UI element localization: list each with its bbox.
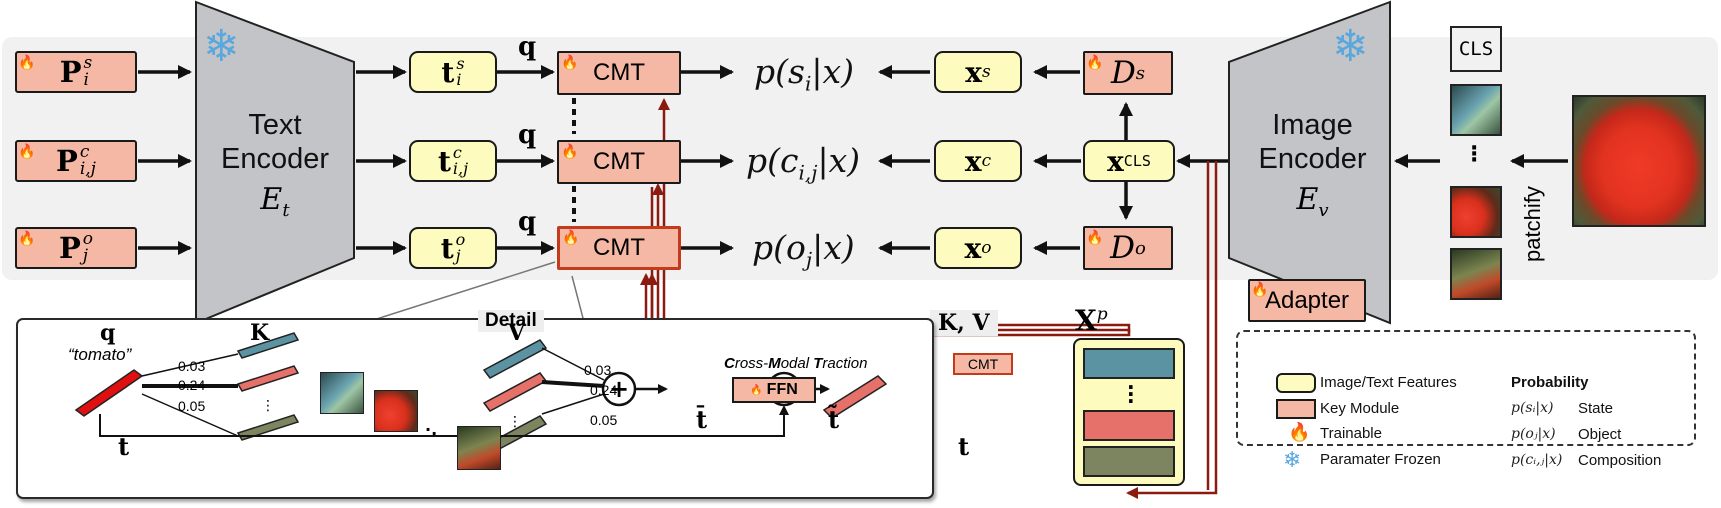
query-label: q [518, 32, 537, 62]
weight-v-1: 0.03 [584, 362, 612, 378]
patch-image [320, 372, 364, 414]
query-label: q [518, 207, 537, 237]
adapter-label: Adapter [1264, 286, 1350, 314]
t-tilde: t̃ [828, 405, 840, 434]
ffn-box: 🔥FFN [732, 377, 816, 403]
weight-k-1: 0.03 [178, 358, 206, 374]
ellipsis: ·. [425, 420, 438, 439]
kv-label: K, V [930, 310, 998, 336]
legend-key-module: Key Module [1320, 400, 1400, 417]
detail-diagram: + + ⋮ ⋮ [74, 332, 888, 455]
detail-t: t [118, 432, 130, 461]
legend-prob-state: State [1578, 400, 1614, 417]
input-image [1572, 95, 1706, 227]
prob-composition: p(ci,j|x) [746, 141, 861, 185]
legend-swatch-feature [1276, 373, 1316, 393]
cmt-caption: Cross-Modal Traction [724, 355, 868, 372]
text-encoder-shape [195, 0, 355, 325]
patch-image [374, 390, 418, 432]
fire-icon: 🔥 [18, 231, 36, 247]
image-encoder-label: Image Encoder [1258, 109, 1367, 175]
query-label: q [518, 120, 537, 150]
fire-icon: 🔥 [1288, 422, 1311, 443]
patch-features-label: Xp [1075, 304, 1108, 337]
adapter-box: Adapter [1248, 279, 1366, 322]
text-encoder-label: Text Encoder [220, 109, 329, 175]
legend-frozen: Paramater Frozen [1320, 451, 1441, 468]
snowflake-icon: ❄ [1283, 448, 1302, 473]
legend-swatch-key [1276, 399, 1316, 419]
snowflake-icon: ❄ [1332, 21, 1369, 72]
cmt-object: CMT [557, 226, 681, 270]
weight-v-2: 0.24 [590, 382, 618, 398]
ellipsis: ··· [1470, 136, 1479, 173]
fire-icon: 🔥 [1251, 282, 1269, 298]
legend-prob-expr-state: p(sᵢ|x) [1511, 400, 1554, 416]
fire-icon: 🔥 [18, 144, 36, 160]
detail-q: q [100, 320, 116, 346]
fire-icon: 🔥 [561, 144, 579, 160]
weight-k-3: 0.05 [178, 398, 206, 414]
patch-image [457, 426, 501, 470]
fire-icon: 🔥 [562, 230, 580, 246]
text-encoder-symbol: Et [260, 182, 290, 221]
fire-icon: 🔥 [1086, 55, 1104, 71]
svg-text:+: + [609, 375, 629, 403]
svg-text:⋮: ⋮ [508, 414, 522, 430]
legend-trainable: Trainable [1320, 425, 1382, 442]
image-encoder-symbol: Ev [1296, 182, 1329, 221]
cmt-tag: CMT [953, 353, 1013, 375]
fire-icon: 🔥 [18, 55, 36, 71]
t-bar: t̄ [696, 405, 708, 434]
legend-features: Image/Text Features [1320, 374, 1457, 391]
legend-prob-composition: Composition [1578, 452, 1662, 469]
cls-token: CLS [1450, 26, 1502, 72]
detail-word: “tomato” [68, 345, 132, 364]
fire-icon: 🔥 [1086, 230, 1104, 246]
weight-k-2: 0.24 [178, 377, 206, 393]
detail-K: K [250, 320, 270, 346]
cmt-state: CMT [557, 51, 681, 95]
legend-prob-expr-composition: p(cᵢ,ⱼ|x) [1511, 452, 1563, 468]
detail-V: V [508, 320, 526, 346]
detail-title: Detail [478, 310, 544, 332]
query-token [74, 369, 144, 417]
legend-prob-object: Object [1578, 426, 1622, 443]
patch-image [1450, 84, 1502, 136]
legend-prob-header: Probability [1511, 374, 1589, 391]
legend-prob-expr-object: p(oⱼ|x) [1511, 426, 1556, 442]
t-out: t [958, 432, 970, 461]
patchify-label: patchify [1520, 186, 1545, 262]
prob-object: p(oj|x) [752, 228, 855, 272]
image-encoder-shape [1228, 0, 1391, 325]
cmt-composition: CMT [557, 140, 681, 184]
patch-image [1450, 186, 1502, 238]
patch-feature-stack: ··· [1073, 338, 1185, 486]
weight-v-3: 0.05 [590, 412, 618, 428]
fire-icon: 🔥 [561, 55, 579, 71]
legend [1236, 330, 1696, 446]
svg-text:⋮: ⋮ [261, 398, 275, 414]
snowflake-icon: ❄ [203, 21, 240, 72]
prob-state: p(si|x) [754, 52, 854, 96]
patch-image [1450, 248, 1502, 300]
